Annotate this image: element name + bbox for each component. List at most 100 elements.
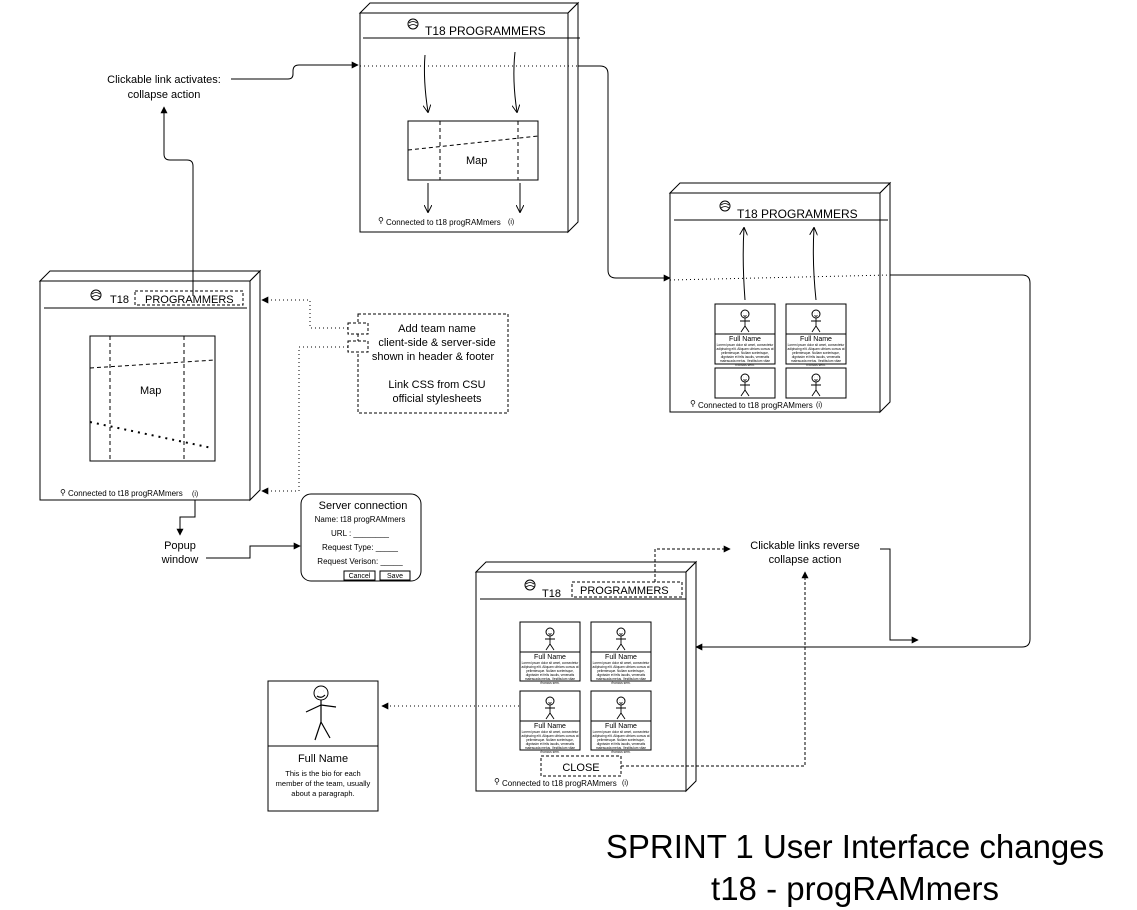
- programmer-card-bio: dignissim et felis iaculis, venenatis: [597, 673, 646, 677]
- popup-cancel-label[interactable]: Cancel: [349, 573, 371, 580]
- svg-text:shown in header & footer: shown in header & footer: [372, 351, 495, 363]
- programmer-card-bio: adipiscing elit. Aliquam ultrices cursus…: [787, 347, 844, 351]
- programmer-card-bio: dignissim et felis iaculis, venenatis: [721, 355, 770, 359]
- programmer-card-bio: pellentesque. Nullam scelerisque,: [597, 738, 645, 742]
- programmer-card-bio: pellentesque. Nullam scelerisque,: [597, 669, 645, 673]
- annotation-reverse: Clickable links reverse collapse action: [750, 540, 859, 566]
- frame-bottom-info-button[interactable]: (i): [622, 780, 628, 787]
- popup-request-version-field[interactable]: Request Verison: _____: [317, 557, 403, 566]
- svg-text:Add team name: Add team name: [398, 323, 476, 335]
- diagram-title: SPRINT 1 User Interface changes: [606, 828, 1104, 865]
- popup-save-label[interactable]: Save: [387, 573, 403, 580]
- bio-card-text-3: about a paragraph.: [291, 789, 354, 798]
- frame-left-footer: Connected to t18 progRAMmers: [68, 489, 183, 498]
- programmer-card-bio: adipiscing elit. Aliquam ultrices cursus…: [592, 665, 649, 669]
- avatar-icon: [616, 627, 626, 651]
- frame-bottom-title-link[interactable]: [571, 581, 683, 598]
- programmer-card-name: Full Name: [605, 723, 637, 730]
- programmer-card-bio: malesuada metus. Vestibulum vitae: [525, 677, 575, 681]
- programmer-card-bio: rhoncus sem.: [735, 363, 754, 367]
- programmer-card-bio: adipiscing elit. Aliquam ultrices cursus…: [521, 665, 578, 669]
- programmer-card-bio: rhoncus sem.: [540, 750, 559, 754]
- popup-request-type-field[interactable]: Request Type: _____: [322, 543, 398, 552]
- bio-card-name: Full Name: [298, 753, 348, 765]
- programmer-card-bio: Lorem ipsum dolor sit amet, consectetur: [522, 661, 580, 665]
- programmer-card-bio: pellentesque. Nullam scelerisque,: [792, 351, 840, 355]
- svg-text:Clickable link activates:: Clickable link activates:: [107, 74, 221, 86]
- frame-bottom-footer: Connected to t18 progRAMmers: [502, 779, 617, 788]
- programmer-card-bio: Lorem ipsum dolor sit amet, consectetur: [593, 661, 651, 665]
- avatar-icon: [545, 627, 555, 651]
- avatar-icon: [811, 373, 821, 397]
- svg-text:Clickable links reverse: Clickable links reverse: [750, 540, 859, 552]
- svg-text:window: window: [161, 554, 199, 566]
- programmer-card[interactable]: [714, 367, 776, 399]
- svg-text:Link CSS from CSU: Link CSS from CSU: [388, 379, 485, 391]
- programmer-card-bio: malesuada metus. Vestibulum vitae: [596, 746, 646, 750]
- frame-top-title[interactable]: T18 PROGRAMMERS: [425, 24, 546, 38]
- avatar-icon: [740, 373, 750, 397]
- programmer-card-name: Full Name: [534, 654, 566, 661]
- frame-left-title-link[interactable]: [134, 290, 244, 306]
- programmer-card-bio: malesuada metus. Vestibulum vitae: [596, 677, 646, 681]
- programmer-card-bio: malesuada metus. Vestibulum vitae: [525, 746, 575, 750]
- diagram-subtitle: t18 - progRAMmers: [711, 870, 999, 907]
- frame-left: T18 PROGRAMMERS Map ⚲ Connected to t18 p…: [38, 269, 262, 502]
- popup-cancel-button[interactable]: [343, 570, 376, 581]
- frame-bottom-team: T18: [542, 588, 561, 600]
- programmer-card-name: Full Name: [800, 336, 832, 343]
- programmer-card-name: Full Name: [729, 336, 761, 343]
- bio-card-text-1: This is the bio for each: [285, 769, 360, 778]
- link-icon: ⚲: [60, 488, 66, 497]
- programmer-card-bio: dignissim et felis iaculis, venenatis: [792, 355, 841, 359]
- programmer-card-bio: rhoncus sem.: [611, 681, 630, 685]
- programmer-card-bio: malesuada metus. Vestibulum vitae: [791, 359, 841, 363]
- programmer-card-name: Full Name: [534, 723, 566, 730]
- frame-top-map[interactable]: [407, 120, 539, 181]
- frame-top-footer: Connected to t18 progRAMmers: [386, 218, 501, 227]
- svg-text:⚲: ⚲: [378, 216, 384, 225]
- avatar-icon: [740, 309, 750, 333]
- frame-left-info-button[interactable]: (i): [192, 491, 198, 498]
- frame-top-map-label: Map: [466, 155, 487, 167]
- close-button-label[interactable]: CLOSE: [562, 762, 599, 774]
- popup-url-field[interactable]: URL : ________: [331, 529, 390, 538]
- frame-top-info-button[interactable]: (i): [508, 219, 514, 226]
- popup-title: Server connection: [319, 500, 408, 512]
- frame-left-map[interactable]: [89, 335, 216, 462]
- frame-left-team: T18: [110, 294, 129, 306]
- avatar-icon: [616, 696, 626, 720]
- frame-left-map-label: Map: [140, 385, 161, 397]
- svg-text:client-side & server-side: client-side & server-side: [378, 337, 495, 349]
- server-connection-popup: Server connection Name: t18 progRAMmers …: [300, 493, 422, 582]
- avatar-stick-figure: [305, 685, 337, 741]
- programmer-card-bio: pellentesque. Nullam scelerisque,: [526, 738, 574, 742]
- programmer-card-bio: Lorem ipsum dolor sit amet, consectetur: [593, 730, 651, 734]
- bio-card-text-2: member of the team, usually: [276, 779, 371, 788]
- frame-bottom-title[interactable]: PROGRAMMERS: [580, 585, 669, 597]
- programmer-card[interactable]: [785, 367, 847, 399]
- frame-left-title[interactable]: PROGRAMMERS: [145, 294, 234, 306]
- popup-save-button[interactable]: [379, 570, 411, 581]
- svg-text:⚲: ⚲: [690, 399, 696, 408]
- avatar-icon: [811, 309, 821, 333]
- frame-top: T18 PROGRAMMERS Map ⚲ Connected to t18 p…: [358, 1, 580, 234]
- frame-right-info-button[interactable]: (i): [816, 402, 822, 409]
- programmer-card-bio: adipiscing elit. Aliquam ultrices cursus…: [521, 734, 578, 738]
- programmer-card-bio: pellentesque. Nullam scelerisque,: [721, 351, 769, 355]
- programmer-card-bio: rhoncus sem.: [806, 363, 825, 367]
- programmer-card-bio: rhoncus sem.: [611, 750, 630, 754]
- svg-text:official stylesheets: official stylesheets: [392, 393, 482, 405]
- programmer-card-bio: adipiscing elit. Aliquam ultrices cursus…: [592, 734, 649, 738]
- frame-right-title[interactable]: T18 PROGRAMMERS: [737, 207, 858, 221]
- programmer-card-name: Full Name: [605, 654, 637, 661]
